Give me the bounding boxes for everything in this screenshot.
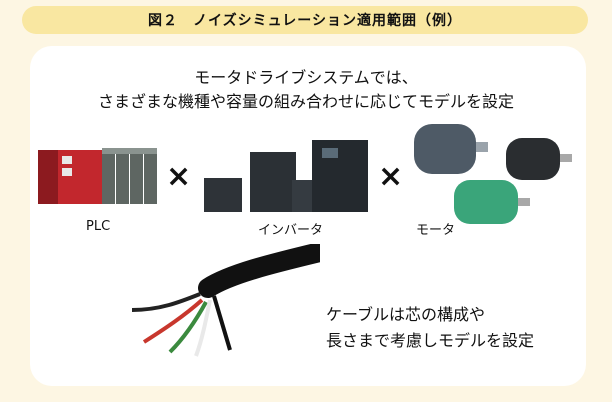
cable-note-line-2: 長さまで考慮しモデルを設定 — [326, 331, 535, 350]
intro-line-2: さまざまな機種や容量の組み合わせに応じてモデルを設定 — [97, 92, 514, 111]
multiply-sign-1: × — [166, 159, 192, 194]
plc-icon — [38, 148, 157, 204]
intro-line-1: モータドライブシステムでは、 — [194, 68, 418, 87]
motor-icon — [414, 124, 572, 224]
motor-label: モータ — [416, 223, 456, 238]
multiply-sign-2: × — [378, 159, 404, 194]
cable-note-line-1: ケーブルは芯の構成や — [326, 305, 486, 324]
inverter-icon — [204, 140, 368, 212]
inverter-label: インバータ — [258, 223, 324, 238]
figure-title: 図２ ノイズシミュレーション適用範囲（例） — [22, 6, 588, 34]
cable-icon — [131, 244, 320, 357]
plc-label: PLC — [86, 219, 111, 234]
